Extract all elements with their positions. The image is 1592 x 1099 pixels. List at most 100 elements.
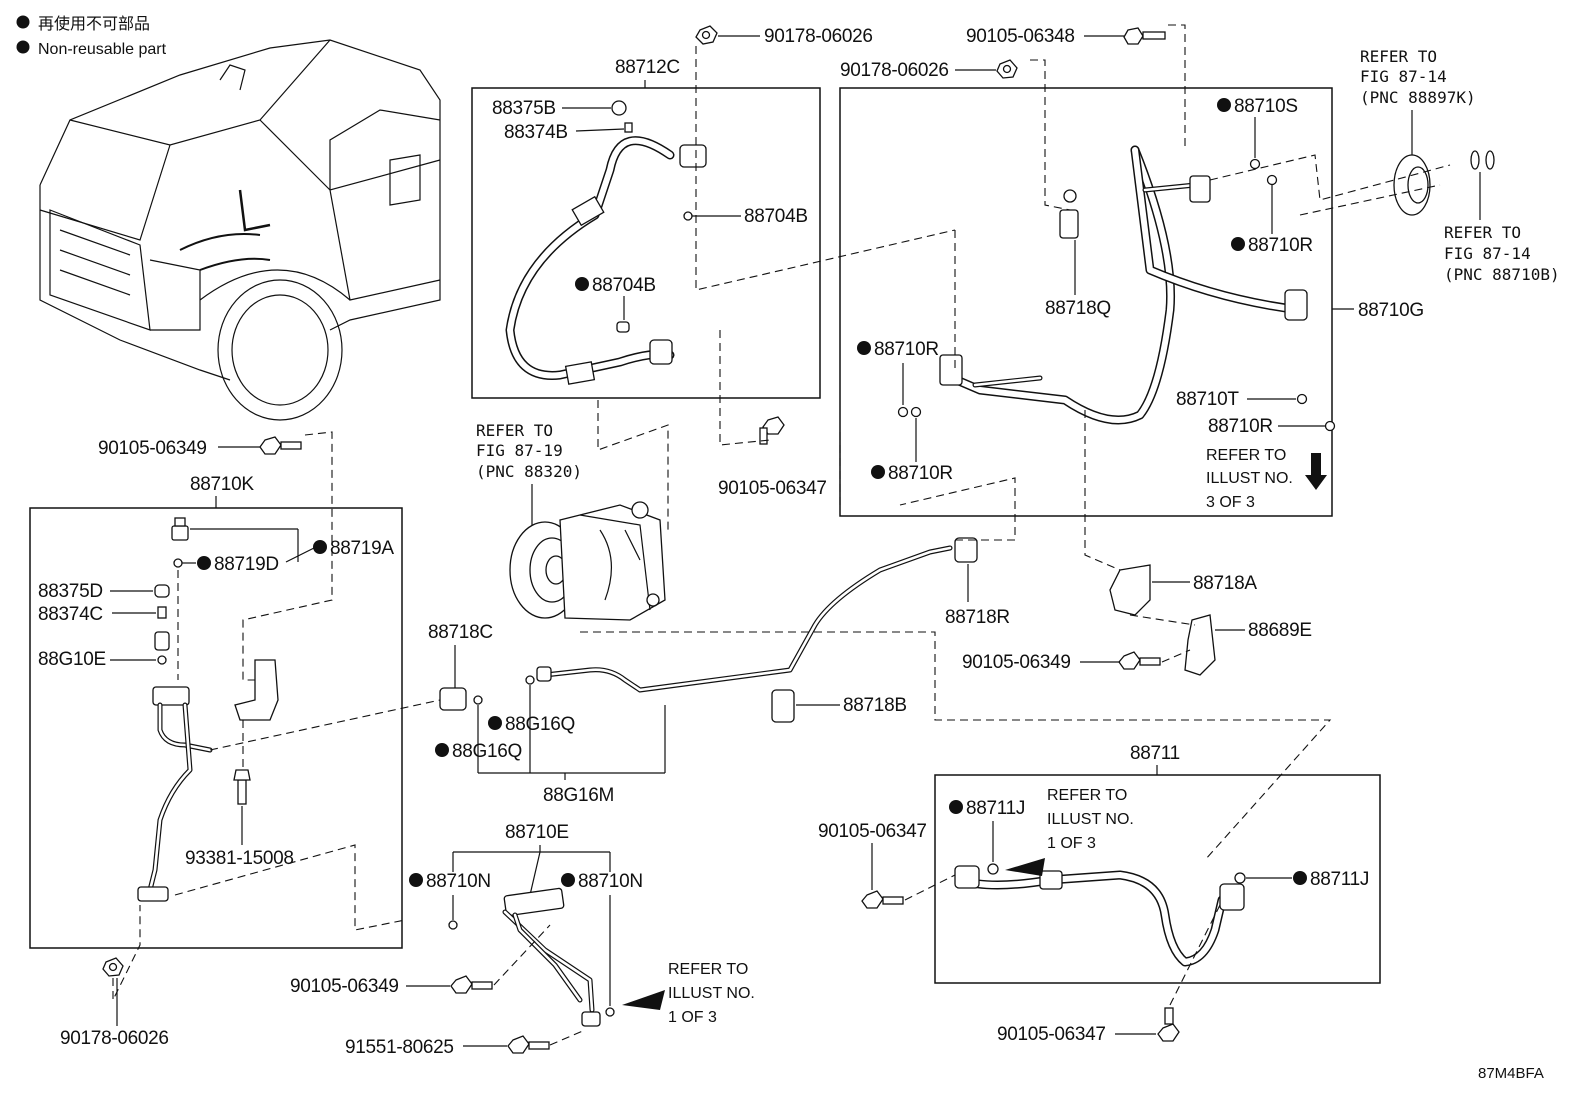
callout-88718B: 88718B [843,695,907,716]
nonreusable-mark-icon [1217,98,1231,112]
suction-pipe-88710G [939,145,1308,425]
callout-88704B-b: 88704B [592,275,656,296]
nonreusable-mark-icon [1293,871,1307,885]
bolt-icon [507,1035,550,1054]
grommet-88897K [1393,154,1431,216]
callout-88718R: 88718R [945,607,1010,628]
arrow-down-icon [1305,453,1327,490]
callout-93381-15008: 93381-15008 [185,848,294,869]
service-valve-88G10E [154,631,170,651]
valve-core-88374C [157,606,167,619]
ref-illust-1of3-b-l1: REFER TO [668,961,748,978]
cap-88375D [154,584,170,598]
legend-line-en: Non-reusable part [38,41,167,58]
legend: 再使用不可部品 Non-reusable part [16,15,167,58]
ref-illust-3of3-l2: ILLUST NO. [1206,470,1293,487]
callout-90178-06026-top: 90178-06026 [764,26,873,47]
nonreusable-mark-icon [1231,237,1245,251]
nonreusable-mark-icon [313,540,327,554]
valve-core-88374B [624,122,633,133]
callout-88710R-b: 88710R [874,339,939,360]
ref-illust-1of3-b-l3: 1 OF 3 [668,1009,717,1026]
callout-88711J-a: 88711J [966,798,1025,819]
callout-88710R-c: 88710R [888,463,953,484]
bracket-88689E [1184,614,1216,676]
bolt-icon [259,436,302,455]
pipe-stub-88710B [1470,150,1495,170]
liquid-tube-88710E [502,887,601,1027]
discharge-hose-88712C [505,136,707,385]
suction-hose-88711 [954,865,1245,967]
bolt-icon [1157,1007,1180,1042]
legend-bullet-icon [16,40,30,54]
group-box-88710G [839,87,1333,517]
nonreusable-mark-icon [857,341,871,355]
callout-90105-06347-b: 90105-06347 [818,821,927,842]
ref-illust-1of3-b-l2: ILLUST NO. [668,985,755,1002]
callout-88710S: 88710S [1234,96,1298,117]
callout-88719D: 88719D [214,554,279,575]
callout-88710G: 88710G [1358,300,1424,321]
vehicle-illustration [39,39,441,421]
callout-88710K: 88710K [190,474,254,495]
pressure-switch-88719A [171,517,189,541]
nut-icon [102,957,124,977]
callout-88710R-d: 88710R [1208,416,1273,437]
ref-illust-3of3-l3: 3 OF 3 [1206,494,1255,511]
callout-90105-06349-c: 90105-06349 [290,976,399,997]
bolt-icon [233,769,251,805]
group-box-88712C [471,87,821,399]
figure-code: 87M4BFA [1478,1065,1544,1082]
liquid-tube-88G16M [536,545,953,693]
bolt-icon [861,890,904,909]
callout-88712C: 88712C [615,57,680,78]
legend-bullet-icon [16,15,30,29]
bolt-icon [759,416,785,445]
liquid-tube-88710K [137,686,213,902]
callout-88711J-b: 88711J [1310,869,1369,890]
ref-illust-3of3-l1: REFER TO [1206,447,1286,464]
callout-88711: 88711 [1130,743,1180,764]
callout-90105-06349-b: 90105-06349 [962,652,1071,673]
ref-fig-87-14-top-l1: REFER TO [1360,47,1437,66]
callout-90105-06348: 90105-06348 [966,26,1075,47]
clamp-88718R [954,537,978,563]
ref-illust-1of3-a-l2: ILLUST NO. [1047,811,1134,828]
clamp-88718C [439,687,467,711]
nonreusable-mark-icon [949,800,963,814]
arrow-left-icon [1005,858,1045,876]
callout-88374B: 88374B [504,122,568,143]
callout-88719A: 88719A [330,538,394,559]
arrow-left-icon [622,990,665,1010]
nonreusable-mark-icon [575,277,589,291]
callout-90105-06349-a: 90105-06349 [98,438,207,459]
callout-88704B-a: 88704B [744,206,808,227]
callout-88718A: 88718A [1193,573,1257,594]
clamp-88718A [1109,564,1151,616]
nut-icon [695,25,718,45]
callout-88375B: 88375B [492,98,556,119]
callout-88718Q: 88718Q [1045,298,1111,319]
ref-fig-87-14-top-l3: (PNC 88897K) [1360,88,1476,107]
ref-illust-1of3-a-l1: REFER TO [1047,787,1127,804]
ref-fig-87-19-l2: FIG 87-19 [476,441,563,460]
nonreusable-mark-icon [409,873,423,887]
callout-88375D: 88375D [38,581,103,602]
ref-fig-87-14-side-l2: FIG 87-14 [1444,244,1531,263]
bolt-icon [450,975,493,994]
ref-illust-1of3-a-l3: 1 OF 3 [1047,835,1096,852]
callout-91551-80625: 91551-80625 [345,1037,454,1058]
compressor-illustration [509,501,666,621]
callout-90105-06347-a: 90105-06347 [718,478,827,499]
legend-line-ja: 再使用不可部品 [38,15,150,33]
nut-icon [996,59,1018,79]
nonreusable-mark-icon [197,556,211,570]
callout-88689E: 88689E [1248,620,1312,641]
nonreusable-mark-icon [488,716,502,730]
callout-88G16Q-b: 88G16Q [452,741,522,762]
callout-88G16Q-a: 88G16Q [505,714,575,735]
bolt-icon [1118,651,1161,670]
callout-88710N-a: 88710N [426,871,491,892]
bolt-icon [1123,27,1166,45]
